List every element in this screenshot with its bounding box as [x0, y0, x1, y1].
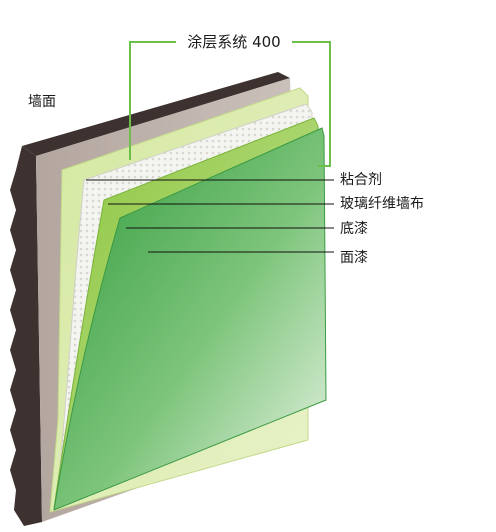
leader-lines: [86, 179, 334, 253]
topcoat-label: 面漆: [340, 250, 368, 266]
wall-top-edge: [22, 72, 290, 156]
coating-system-bracket: [129, 41, 331, 167]
coating-system-title: 涂层系统 400: [187, 33, 280, 51]
adhesive-label: 粘合剂: [340, 172, 382, 188]
fiberglass-label: 玻璃纤维墙布: [340, 195, 424, 212]
topcoat-layer: [53, 127, 327, 511]
wall-label: 墙面: [28, 94, 56, 110]
wall-edge: [10, 146, 42, 526]
primer-label: 底漆: [340, 221, 368, 237]
